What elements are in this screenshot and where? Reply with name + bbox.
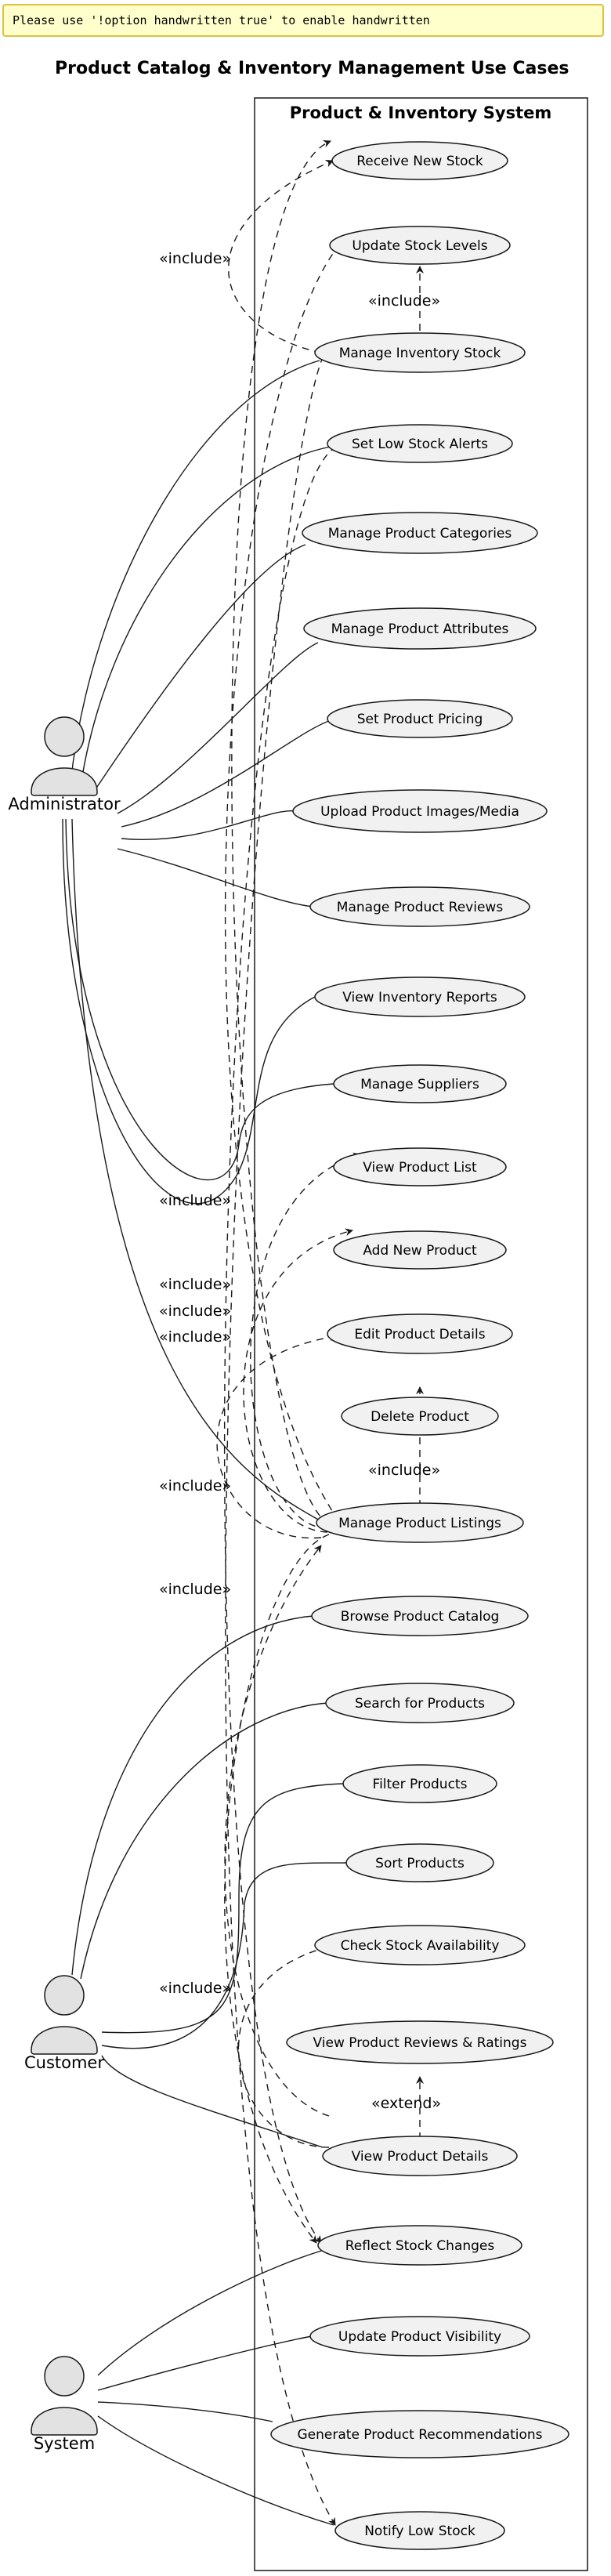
use-case-manage-product-attributes[interactable]: Manage Product Attributes xyxy=(303,607,537,650)
use-case-manage-suppliers[interactable]: Manage Suppliers xyxy=(333,1064,507,1103)
diagram-title: Product Catalog & Inventory Management U… xyxy=(55,59,569,78)
warning-text: Please use '!option handwritten true' to… xyxy=(13,13,430,27)
include-label: «include» xyxy=(159,1581,231,1598)
use-case-manage-product-reviews[interactable]: Manage Product Reviews xyxy=(309,886,530,927)
use-case-notify-low-stock[interactable]: Notify Low Stock xyxy=(334,2511,505,2550)
actor-label: Customer xyxy=(24,2053,104,2072)
use-case-label: View Product List xyxy=(363,1160,477,1176)
use-case-label: Manage Product Attributes xyxy=(331,621,509,637)
use-case-label: Check Stock Availability xyxy=(341,1938,500,1954)
use-case-label: Filter Products xyxy=(373,1777,468,1792)
use-case-label: Add New Product xyxy=(363,1243,477,1259)
include-label: «include» xyxy=(159,250,231,267)
use-case-label: Manage Product Listings xyxy=(338,1516,501,1531)
include-label: «include» xyxy=(159,1276,231,1293)
use-case-label: View Product Reviews & Ratings xyxy=(313,2035,527,2051)
actor-icon xyxy=(31,716,98,796)
use-case-check-stock-availability[interactable]: Check Stock Availability xyxy=(314,1925,526,1966)
use-case-filter-products[interactable]: Filter Products xyxy=(342,1764,497,1803)
use-case-label: Manage Product Categories xyxy=(328,526,512,542)
use-case-label: Generate Product Recommendations xyxy=(298,2427,543,2443)
use-case-label: Manage Product Reviews xyxy=(337,900,504,915)
use-case-update-product-visibility[interactable]: Update Product Visibility xyxy=(309,2316,530,2357)
actor-system[interactable]: System xyxy=(31,2356,98,2453)
actor-icon xyxy=(31,1975,98,2055)
include-label: «include» xyxy=(159,1328,231,1346)
warning-banner: Please use '!option handwritten true' to… xyxy=(2,4,604,37)
use-case-label: Set Product Pricing xyxy=(357,712,483,727)
use-case-manage-product-categories[interactable]: Manage Product Categories xyxy=(302,512,538,554)
use-case-label: View Inventory Reports xyxy=(342,990,497,1005)
extend-label: «extend» xyxy=(371,2095,441,2112)
use-case-generate-product-recommendations[interactable]: Generate Product Recommendations xyxy=(270,2410,569,2458)
use-case-label: Set Low Stock Alerts xyxy=(352,437,488,452)
use-case-view-inventory-reports[interactable]: View Inventory Reports xyxy=(314,976,526,1017)
actor-administrator[interactable]: Administrator xyxy=(8,716,121,813)
use-case-sort-products[interactable]: Sort Products xyxy=(345,1843,494,1882)
include-label: «include» xyxy=(159,1302,231,1320)
use-case-add-new-product[interactable]: Add New Product xyxy=(333,1230,507,1270)
use-case-label: Search for Products xyxy=(355,1696,485,1712)
use-case-manage-product-listings[interactable]: Manage Product Listings xyxy=(316,1502,524,1543)
use-case-label: Manage Suppliers xyxy=(360,1077,479,1092)
use-case-label: Notify Low Stock xyxy=(364,2523,475,2539)
use-case-label: Edit Product Details xyxy=(354,1327,485,1342)
use-case-label: Manage Inventory Stock xyxy=(339,346,501,361)
use-case-reflect-stock-changes[interactable]: Reflect Stock Changes xyxy=(317,2225,522,2266)
actor-customer[interactable]: Customer xyxy=(24,1975,104,2072)
dependencies xyxy=(216,139,424,2526)
use-case-manage-inventory-stock[interactable]: Manage Inventory Stock xyxy=(314,332,526,373)
use-case-upload-product-images-media[interactable]: Upload Product Images/Media xyxy=(292,789,548,833)
use-case-edit-product-details[interactable]: Edit Product Details xyxy=(327,1313,513,1354)
include-label: «include» xyxy=(368,292,440,310)
include-label: «include» xyxy=(159,1192,231,1209)
include-label: «include» xyxy=(368,1462,440,1479)
use-case-view-product-details[interactable]: View Product Details xyxy=(322,2136,518,2176)
use-case-label: Browse Product Catalog xyxy=(341,1609,500,1625)
use-case-set-low-stock-alerts[interactable]: Set Low Stock Alerts xyxy=(327,424,513,463)
use-case-delete-product[interactable]: Delete Product xyxy=(341,1397,499,1436)
use-case-label: Update Stock Levels xyxy=(352,238,487,254)
system-boundary xyxy=(254,97,588,2571)
use-case-view-product-reviews-ratings[interactable]: View Product Reviews & Ratings xyxy=(286,2020,554,2064)
use-case-label: Sort Products xyxy=(375,1856,465,1871)
use-case-view-product-list[interactable]: View Product List xyxy=(333,1147,507,1187)
use-case-label: Receive New Stock xyxy=(356,154,483,169)
actor-label: Administrator xyxy=(8,795,121,813)
use-case-search-for-products[interactable]: Search for Products xyxy=(325,1683,515,1723)
actor-label: System xyxy=(34,2434,95,2453)
include-label: «include» xyxy=(159,1477,231,1495)
actor-icon xyxy=(31,2356,98,2436)
use-case-label: Reflect Stock Changes xyxy=(345,2238,495,2254)
associations xyxy=(62,360,347,2526)
use-cases: Receive New Stock Update Stock Levels Ma… xyxy=(270,141,569,2550)
include-label: «include» xyxy=(159,1980,231,1997)
use-case-set-product-pricing[interactable]: Set Product Pricing xyxy=(327,699,513,738)
stereotype-labels: «include» «include» «include» «include» … xyxy=(159,250,441,2112)
use-case-label: Upload Product Images/Media xyxy=(320,804,519,820)
use-case-label: View Product Details xyxy=(352,2149,489,2165)
use-case-label: Delete Product xyxy=(371,1409,469,1425)
use-case-receive-new-stock[interactable]: Receive New Stock xyxy=(331,141,508,180)
system-boundary-title: Product & Inventory System xyxy=(290,103,552,122)
use-case-label: Update Product Visibility xyxy=(338,2329,501,2345)
use-case-browse-product-catalog[interactable]: Browse Product Catalog xyxy=(311,1596,529,1636)
use-case-update-stock-levels[interactable]: Update Stock Levels xyxy=(329,226,511,265)
